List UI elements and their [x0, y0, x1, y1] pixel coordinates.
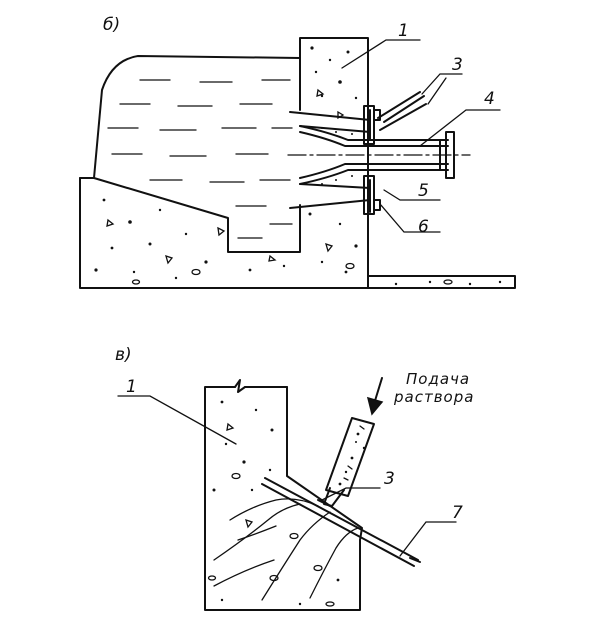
inclined-plate: [261, 477, 419, 567]
wall-block-v: [204, 386, 361, 611]
ground-outline: [93, 177, 301, 253]
callout-b-3: 3: [452, 55, 463, 75]
water-dashes: [107, 79, 293, 239]
cracks: [213, 498, 359, 601]
figure-v: в): [115, 345, 474, 611]
supply-label-line2: раствора: [393, 388, 474, 406]
apron: [367, 275, 516, 289]
pipe-assembly: [287, 125, 471, 185]
callout-b-1: 1: [398, 21, 409, 41]
callout-v-7: 7: [452, 503, 463, 523]
callout-v-1: 1: [126, 377, 137, 397]
water-body-outline: [93, 55, 301, 179]
callout-b-6: 6: [418, 217, 429, 237]
sleeve-plates: [289, 105, 381, 215]
figure-b-leaders: [341, 39, 501, 233]
supply-arrow: [366, 377, 384, 416]
callout-b-5: 5: [418, 181, 429, 201]
figure-v-leaders: [117, 395, 457, 557]
wall-v-texture-marks: [207, 422, 335, 607]
figure-b-label: б): [103, 15, 120, 35]
ground-base: [79, 177, 371, 289]
wall-v-texture: [212, 400, 340, 606]
supply-label-line1: Подача: [406, 370, 470, 388]
callout-b-4: 4: [484, 89, 495, 109]
concrete-wall: [299, 37, 369, 289]
injection-nozzles: [377, 91, 427, 131]
wall-block-v-break: [234, 379, 246, 393]
concrete-texture: [94, 46, 502, 286]
injection-tube: [317, 417, 375, 507]
figure-b: б): [79, 15, 516, 289]
figure-v-label: в): [115, 345, 132, 365]
callout-v-3: 3: [384, 469, 395, 489]
